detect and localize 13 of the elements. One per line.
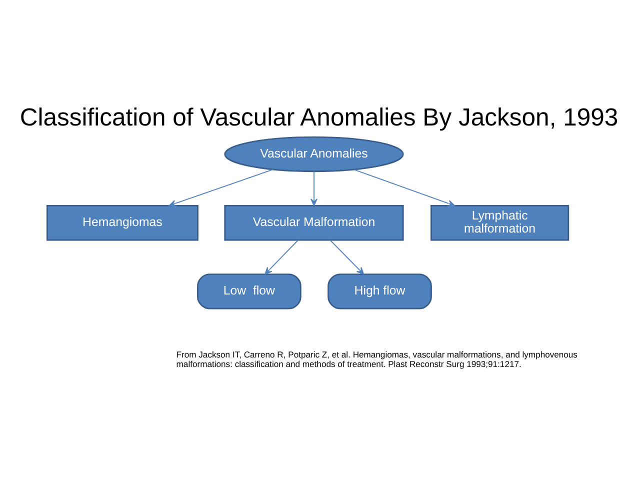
node-box: Lymphatic malformation bbox=[430, 204, 570, 240]
arrow bbox=[264, 239, 298, 274]
arrow bbox=[330, 239, 364, 274]
node-box: Hemangiomas bbox=[46, 204, 198, 240]
node-box: Low flow bbox=[197, 273, 302, 309]
node-box: High flow bbox=[328, 273, 432, 309]
arrow bbox=[168, 168, 274, 206]
arrow bbox=[310, 170, 318, 206]
diagram-title: Classification of Vascular Anomalies By Jackson, 1993 bbox=[20, 104, 618, 131]
label: From Jackson IT, Carreno R, Potparic Z, et al. Hemangiomas, vascular malformations, and lymphovenous malformations: classification and methods of treatment. Plast Reconstr Surg 1993;91:1217. bbox=[176, 348, 578, 368]
arrow bbox=[354, 168, 456, 206]
node-ellipse: Vascular Anomalies bbox=[224, 136, 404, 172]
node-box: Vascular Malformation bbox=[224, 204, 404, 240]
